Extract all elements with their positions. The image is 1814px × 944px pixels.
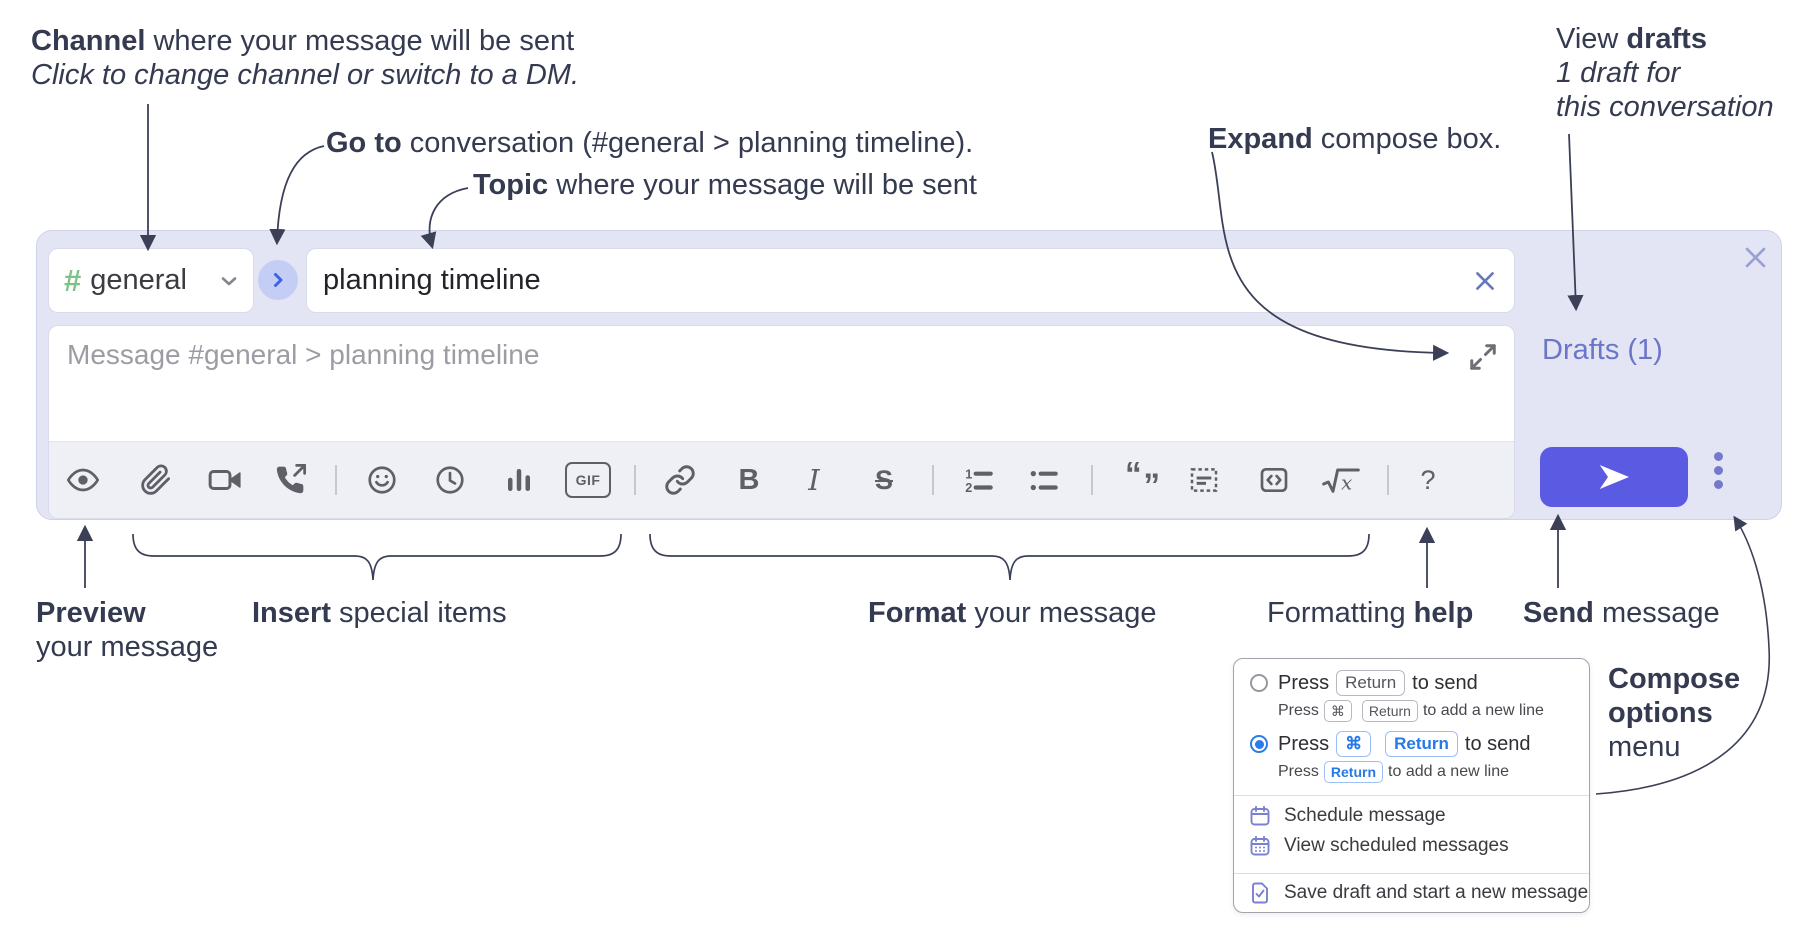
key-cmd: ⌘ bbox=[1336, 731, 1372, 757]
quote-icon[interactable]: “” bbox=[1122, 457, 1168, 503]
svg-text:2: 2 bbox=[965, 481, 972, 495]
toolbar-divider bbox=[335, 465, 337, 495]
menu-option-cmd-enter-to-send[interactable]: Press ⌘ Return to send bbox=[1250, 731, 1531, 757]
preview-eye-icon[interactable] bbox=[60, 457, 106, 503]
gif-icon[interactable]: GIF bbox=[565, 457, 611, 503]
annotation-channel-sub: Click to change channel or switch to a D… bbox=[31, 59, 580, 91]
save-draft-icon bbox=[1252, 882, 1268, 904]
menu-item-schedule-message[interactable]: Schedule message bbox=[1248, 804, 1446, 828]
help-icon[interactable]: ? bbox=[1420, 464, 1436, 495]
message-placeholder: Message #general > planning timeline bbox=[67, 339, 540, 370]
menu-item-view-scheduled-messages[interactable]: View scheduled messages bbox=[1248, 834, 1509, 858]
close-compose-icon[interactable] bbox=[1742, 244, 1769, 271]
annotation-view-drafts: View drafts 1 draft for this conversatio… bbox=[1556, 23, 1774, 123]
video-call-icon[interactable] bbox=[202, 457, 248, 503]
topic-input[interactable]: planning timeline bbox=[306, 248, 1515, 313]
menu-item-save-draft[interactable]: Save draft and start a new message bbox=[1248, 881, 1588, 905]
key-cmd: ⌘ bbox=[1323, 700, 1352, 722]
annotation-format: Format your message bbox=[868, 597, 1157, 629]
arrow-goto bbox=[269, 145, 325, 246]
math-icon[interactable]: x bbox=[1318, 457, 1364, 503]
bulleted-list-icon[interactable] bbox=[1020, 457, 1066, 503]
menu-divider bbox=[1234, 873, 1589, 874]
menu-option-cmd-enter-subtitle: Press Return to add a new line bbox=[1278, 761, 1509, 783]
annotation-formatting-help: Formatting help bbox=[1267, 597, 1474, 629]
menu-option-enter-subtitle: Press ⌘ Return to add a new line bbox=[1278, 700, 1544, 722]
toolbar-divider bbox=[1091, 465, 1093, 495]
message-input-area[interactable]: Message #general > planning timeline bbox=[48, 325, 1515, 519]
toolbar-divider bbox=[634, 465, 636, 495]
annotation-channel: Channel where your message will be sent … bbox=[31, 24, 579, 92]
compose-options-ellipsis-button[interactable] bbox=[1714, 452, 1723, 489]
go-to-conversation-button[interactable] bbox=[258, 260, 298, 300]
toolbar-divider bbox=[1387, 465, 1389, 495]
menu-option-enter-to-send[interactable]: Press Return to send bbox=[1250, 670, 1478, 696]
annotation-expand: Expand compose box. bbox=[1208, 123, 1502, 155]
strikethrough-icon[interactable]: S bbox=[874, 464, 893, 495]
italic-icon[interactable]: I bbox=[808, 463, 820, 497]
annotation-topic: Topic where your message will be sent bbox=[473, 169, 977, 201]
annotation-channel-bold: Channel bbox=[31, 25, 146, 57]
topic-input-value: planning timeline bbox=[323, 264, 541, 296]
brace-insert bbox=[132, 533, 622, 581]
code-icon[interactable] bbox=[1251, 457, 1297, 503]
key-return: Return bbox=[1385, 731, 1458, 757]
svg-text:x: x bbox=[1341, 470, 1352, 494]
brace-format bbox=[649, 533, 1370, 581]
calendar-icon bbox=[1250, 805, 1270, 826]
send-button[interactable] bbox=[1540, 447, 1688, 507]
calendar-grid-icon bbox=[1250, 835, 1270, 856]
attach-paperclip-icon[interactable] bbox=[133, 457, 179, 503]
annotation-send: Send message bbox=[1523, 597, 1720, 629]
radio-selected-icon[interactable] bbox=[1250, 735, 1268, 753]
compose-options-menu: Press Return to send Press ⌘ Return to a… bbox=[1233, 658, 1590, 913]
chevron-right-icon bbox=[266, 268, 290, 292]
annotation-insert: Insert special items bbox=[252, 597, 507, 629]
annotation-preview: Preview your message bbox=[36, 597, 219, 663]
channel-hash-icon: # bbox=[64, 262, 82, 298]
menu-divider bbox=[1234, 795, 1589, 796]
annotation-channel-rest: where your message will be sent bbox=[145, 25, 575, 57]
key-return: Return bbox=[1361, 700, 1418, 722]
poll-icon[interactable] bbox=[496, 457, 542, 503]
svg-text:1: 1 bbox=[965, 467, 972, 481]
channel-name: general bbox=[90, 264, 187, 296]
spoiler-icon[interactable] bbox=[1181, 457, 1227, 503]
key-return: Return bbox=[1323, 761, 1384, 783]
svg-text:“: “ bbox=[1125, 460, 1142, 493]
link-icon[interactable] bbox=[657, 457, 703, 503]
toolbar-divider bbox=[932, 465, 934, 495]
annotation-goto: Go to conversation (#general > planning … bbox=[326, 127, 974, 159]
svg-text:”: ” bbox=[1143, 468, 1160, 500]
annotation-compose-options: Compose options menu bbox=[1608, 663, 1741, 763]
time-icon[interactable] bbox=[427, 457, 473, 503]
bold-icon[interactable]: B bbox=[738, 463, 760, 496]
emoji-icon[interactable] bbox=[359, 457, 405, 503]
paper-plane-icon bbox=[1596, 459, 1632, 495]
chevron-down-icon bbox=[217, 269, 241, 293]
expand-compose-icon[interactable] bbox=[1468, 342, 1498, 372]
audio-call-icon[interactable] bbox=[267, 457, 313, 503]
channel-selector[interactable]: # general bbox=[48, 248, 254, 313]
drafts-link[interactable]: Drafts (1) bbox=[1542, 334, 1663, 366]
key-return: Return bbox=[1336, 670, 1406, 696]
radio-unselected-icon[interactable] bbox=[1250, 674, 1268, 692]
clear-topic-icon[interactable] bbox=[1472, 268, 1498, 294]
